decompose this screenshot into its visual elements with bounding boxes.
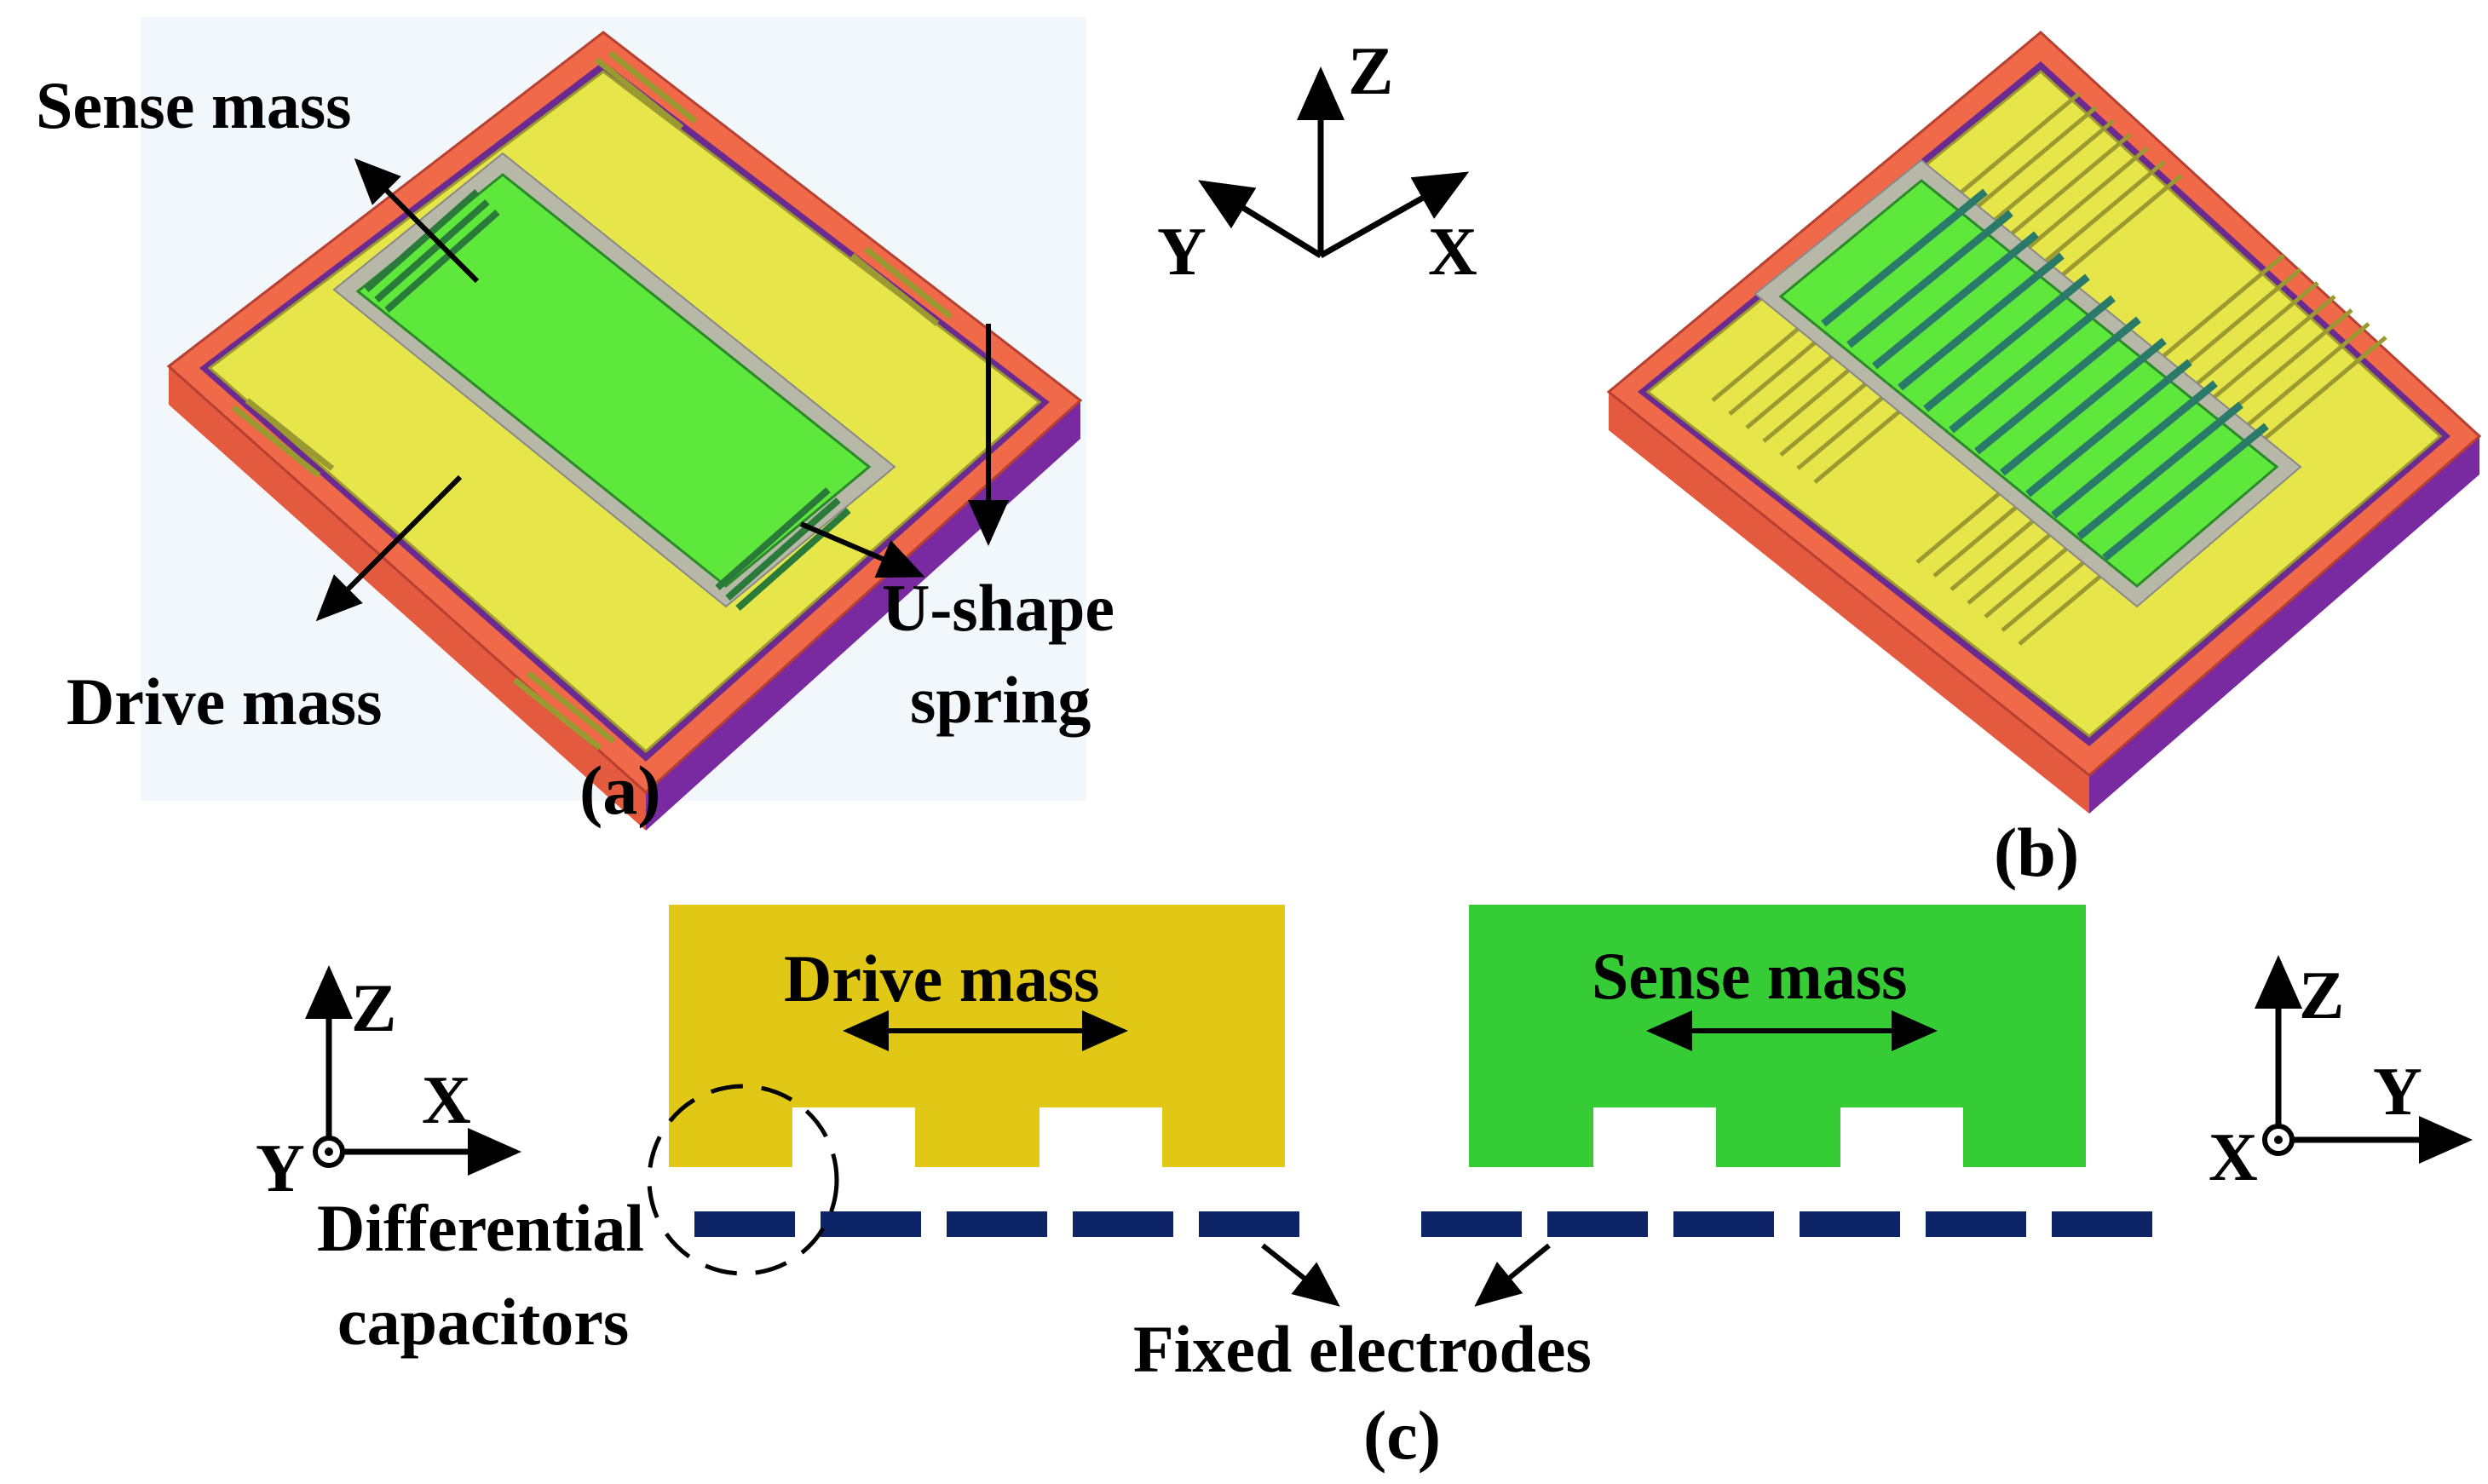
axis-left-z-label: Z bbox=[351, 971, 396, 1046]
axes-right: Z Y X bbox=[2209, 955, 2473, 1195]
panel-b: (b) bbox=[1606, 31, 2482, 891]
electrode bbox=[821, 1211, 921, 1237]
electrode bbox=[1800, 1211, 1900, 1237]
spring-label-line2-a: spring bbox=[910, 663, 1091, 737]
u-spring-sense-a bbox=[364, 189, 851, 611]
panel-c: Drive mass Sense mass Differential capac… bbox=[317, 905, 2152, 1474]
capacitor-label-line1-c: Differential bbox=[317, 1191, 644, 1265]
spring-pointer-a bbox=[799, 521, 925, 578]
axis-right-x-label: X bbox=[2209, 1120, 2258, 1195]
electrode bbox=[1421, 1211, 1522, 1237]
frame-side-b bbox=[1609, 392, 2089, 814]
sense-comb-b bbox=[1821, 188, 2269, 561]
axis-top-x-label: X bbox=[1428, 215, 1477, 290]
spring-label-line1-a: U-shape bbox=[882, 571, 1114, 645]
sense-mass-label-a: Sense mass bbox=[36, 68, 352, 142]
axis-top-y-label: Y bbox=[1157, 215, 1207, 290]
electrode bbox=[1926, 1211, 2026, 1237]
electrode bbox=[1673, 1211, 1774, 1237]
electrode bbox=[1199, 1211, 1299, 1237]
electrode-pointer-right-c bbox=[1474, 1243, 1551, 1307]
caption-a: (a) bbox=[579, 751, 661, 829]
electrode bbox=[947, 1211, 1047, 1237]
capacitor-label-line2-c: capacitors bbox=[337, 1285, 629, 1359]
sense-mass-label-c: Sense mass bbox=[1592, 939, 1908, 1013]
axis-right-x-dot bbox=[2274, 1136, 2283, 1144]
drive-mass-label-a: Drive mass bbox=[66, 664, 382, 739]
panel-a: Sense mass Drive mass U-shape spring (a) bbox=[36, 17, 1114, 831]
electrode bbox=[1073, 1211, 1173, 1237]
frame-side-b-right bbox=[2089, 436, 2479, 814]
caption-b: (b) bbox=[1994, 814, 2079, 891]
sense-mass-pointer-a bbox=[354, 158, 480, 284]
axes-top: Z Y X bbox=[1157, 34, 1477, 290]
electrode bbox=[2052, 1211, 2152, 1237]
axis-left-y-dot bbox=[325, 1148, 333, 1156]
axis-right-z-label: Z bbox=[2299, 958, 2344, 1033]
fixed-electrodes-c bbox=[694, 1211, 2152, 1237]
axes-left: Z X Y bbox=[256, 965, 521, 1206]
electrode-pointer-left-c bbox=[1261, 1243, 1340, 1307]
axis-top-x bbox=[1319, 171, 1470, 259]
frame-side-a bbox=[169, 366, 646, 831]
electrodes-label-c: Fixed electrodes bbox=[1133, 1312, 1592, 1386]
caption-c: (c) bbox=[1363, 1396, 1441, 1474]
drive-mass-pointer-a bbox=[315, 475, 463, 622]
u-spring-drive-a bbox=[231, 50, 953, 751]
axis-left-y-label: Y bbox=[256, 1131, 305, 1206]
axis-top-z-label: Z bbox=[1348, 34, 1393, 109]
drive-mass-label-c: Drive mass bbox=[784, 941, 1099, 1015]
axis-left-x-label: X bbox=[422, 1063, 471, 1138]
axis-top-y bbox=[1198, 180, 1322, 258]
axis-right-y-label: Y bbox=[2373, 1055, 2422, 1130]
sense-mass-b bbox=[1778, 179, 2279, 588]
electrode bbox=[1547, 1211, 1648, 1237]
electrode bbox=[694, 1211, 795, 1237]
differential-capacitor-highlight-c bbox=[647, 1084, 839, 1276]
